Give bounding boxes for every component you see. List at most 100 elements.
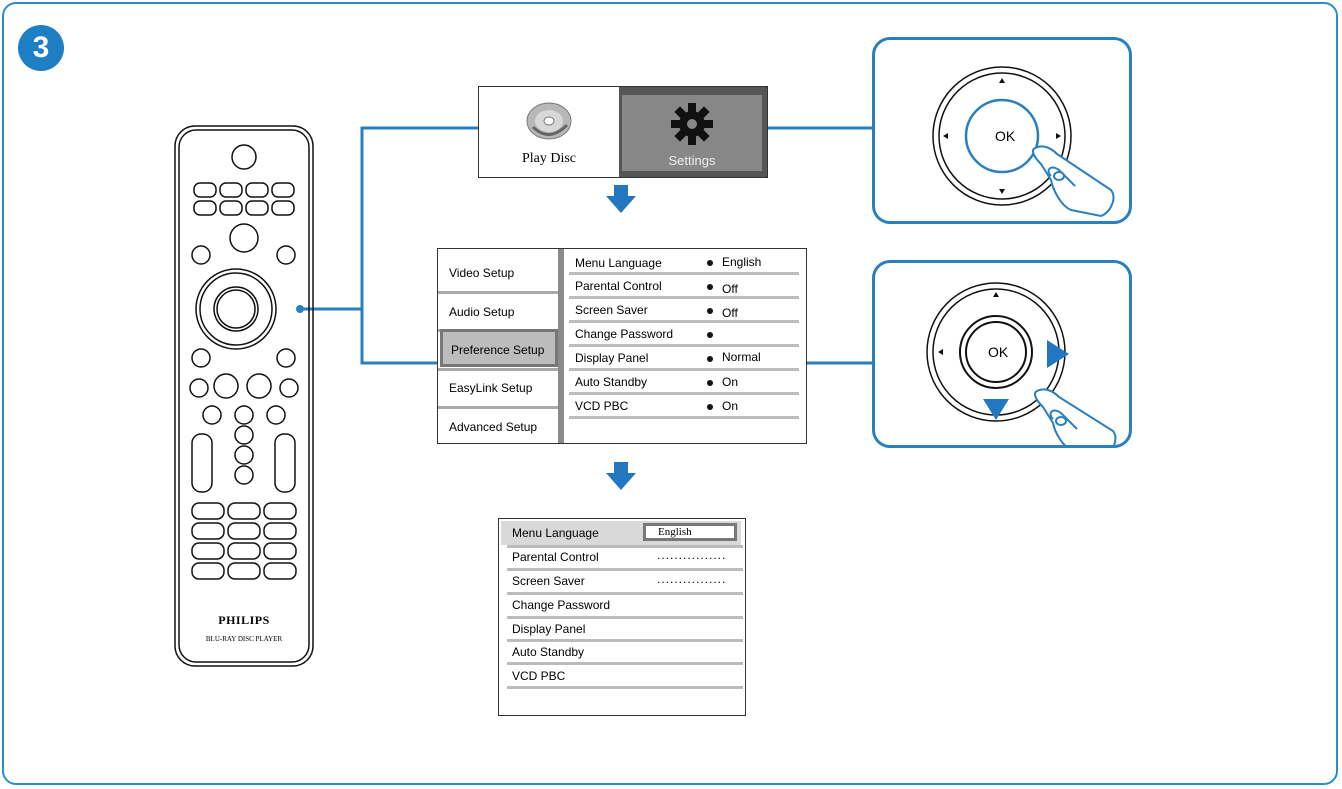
submenu-row-screen-saver[interactable]: Screen Saver ................ <box>501 569 741 593</box>
arrow-right-icon <box>1056 133 1061 139</box>
arrow-left-icon <box>938 349 943 355</box>
preference-submenu: Menu Language English Parental Control .… <box>498 518 746 716</box>
submenu-divider <box>507 592 743 595</box>
submenu-label: Auto Standby <box>512 645 585 659</box>
arrow-down-icon <box>999 189 1005 194</box>
option-menu-language[interactable]: Menu Language English <box>569 252 799 274</box>
arrow-left-icon <box>943 133 948 139</box>
remote-model: BLU-RAY DISC PLAYER <box>205 635 283 643</box>
option-change-password[interactable]: Change Password <box>569 323 799 345</box>
option-label: Display Panel <box>575 351 649 365</box>
category-advanced-setup[interactable]: Advanced Setup <box>449 420 538 434</box>
submenu-value: ................ <box>657 548 727 562</box>
submenu-divider <box>507 568 743 571</box>
disc-icon <box>526 102 572 140</box>
submenu-label: Display Panel <box>512 622 586 636</box>
bullet-icon <box>707 284 713 290</box>
navigate-panel: OK <box>872 260 1132 448</box>
option-display-panel[interactable]: Display Panel Normal <box>569 347 799 369</box>
step-number-badge: 3 <box>18 25 64 71</box>
remote-brand: PHILIPS <box>218 613 270 627</box>
bullet-icon <box>707 356 713 362</box>
submenu-label: Parental Control <box>512 550 599 564</box>
submenu-row-parental-control[interactable]: Parental Control ................ <box>501 545 741 569</box>
bullet-icon <box>707 380 713 386</box>
option-value: Off <box>722 282 738 296</box>
arrow-up-icon <box>993 292 999 297</box>
submenu-row-auto-standby[interactable]: Auto Standby <box>501 640 741 664</box>
bullet-icon <box>707 332 713 338</box>
option-divider <box>569 296 799 299</box>
option-auto-standby[interactable]: Auto Standby On <box>569 371 799 393</box>
option-vcd-pbc[interactable]: VCD PBC On <box>569 395 799 417</box>
submenu-label: Change Password <box>512 598 611 612</box>
option-screen-saver[interactable]: Screen Saver Off <box>569 299 799 321</box>
option-value: Off <box>722 306 738 320</box>
hand-pointer-icon <box>1034 388 1117 445</box>
menu-item-settings[interactable]: Settings <box>622 95 762 171</box>
option-divider <box>569 416 799 419</box>
gear-icon <box>671 103 713 145</box>
option-divider <box>569 368 799 371</box>
submenu-row-menu-language[interactable]: Menu Language English <box>501 521 741 545</box>
home-menu: Play Disc Settings <box>478 86 768 178</box>
submenu-divider <box>507 545 743 548</box>
option-divider <box>569 320 799 323</box>
option-divider <box>569 344 799 347</box>
category-easylink-setup[interactable]: EasyLink Setup <box>449 381 533 395</box>
setup-menu: Video Setup Audio Setup Preference Setup… <box>437 248 807 444</box>
remote-to-home-line <box>300 126 478 311</box>
bullet-icon <box>707 308 713 314</box>
category-divider <box>438 291 558 294</box>
arrow-right-highlight-icon <box>1047 340 1069 368</box>
remote-to-setup-line <box>360 309 437 365</box>
setup-separator <box>558 249 564 443</box>
option-value: On <box>722 399 739 413</box>
bullet-icon <box>707 404 713 410</box>
submenu-label: VCD PBC <box>512 669 566 683</box>
option-label: Parental Control <box>575 279 662 293</box>
setup-categories: Video Setup Audio Setup Preference Setup… <box>438 249 558 443</box>
arrow-up-icon <box>999 78 1005 83</box>
remote-body <box>174 125 314 667</box>
arrow-down-highlight-icon <box>983 399 1009 420</box>
category-preference-setup[interactable]: Preference Setup <box>440 329 558 367</box>
option-label: Menu Language <box>575 256 662 270</box>
play-disc-label: Play Disc <box>521 151 577 166</box>
option-label: Auto Standby <box>575 375 648 389</box>
option-parental-control[interactable]: Parental Control Off <box>569 275 799 297</box>
nav-pad-ok <box>932 66 1115 218</box>
category-video-setup[interactable]: Video Setup <box>449 266 515 280</box>
submenu-divider <box>507 616 743 619</box>
ok-button-label[interactable]: OK <box>995 128 1016 144</box>
ok-button-label[interactable]: OK <box>988 344 1009 360</box>
option-value: On <box>722 375 739 389</box>
settings-label: Settings <box>668 153 716 168</box>
menu-item-play-disc[interactable]: Play Disc <box>479 87 619 177</box>
category-divider <box>438 368 558 371</box>
submenu-row-display-panel[interactable]: Display Panel <box>501 617 741 641</box>
remote-control: PHILIPS BLU-RAY DISC PLAYER <box>174 125 314 667</box>
option-divider <box>569 272 799 275</box>
option-divider <box>569 392 799 395</box>
flow-arrow-1 <box>606 185 636 213</box>
category-audio-setup[interactable]: Audio Setup <box>449 305 515 319</box>
submenu-row-change-password[interactable]: Change Password <box>501 593 741 617</box>
option-label: Screen Saver <box>575 303 648 317</box>
nav-pad-arrows <box>926 282 1117 445</box>
submenu-divider <box>507 662 743 665</box>
submenu-divider <box>507 686 743 689</box>
remote-connector-dot <box>296 305 304 313</box>
submenu-value: ................ <box>657 572 727 586</box>
hand-pointer-icon <box>1032 145 1115 218</box>
option-label: VCD PBC <box>575 399 629 413</box>
category-divider <box>438 406 558 409</box>
ok-press-panel: OK <box>872 37 1132 224</box>
submenu-label: Screen Saver <box>512 574 585 588</box>
flow-arrow-2 <box>606 462 636 490</box>
submenu-row-vcd-pbc[interactable]: VCD PBC <box>501 664 741 688</box>
language-select[interactable]: English <box>643 523 737 541</box>
option-value: Normal <box>722 350 761 364</box>
